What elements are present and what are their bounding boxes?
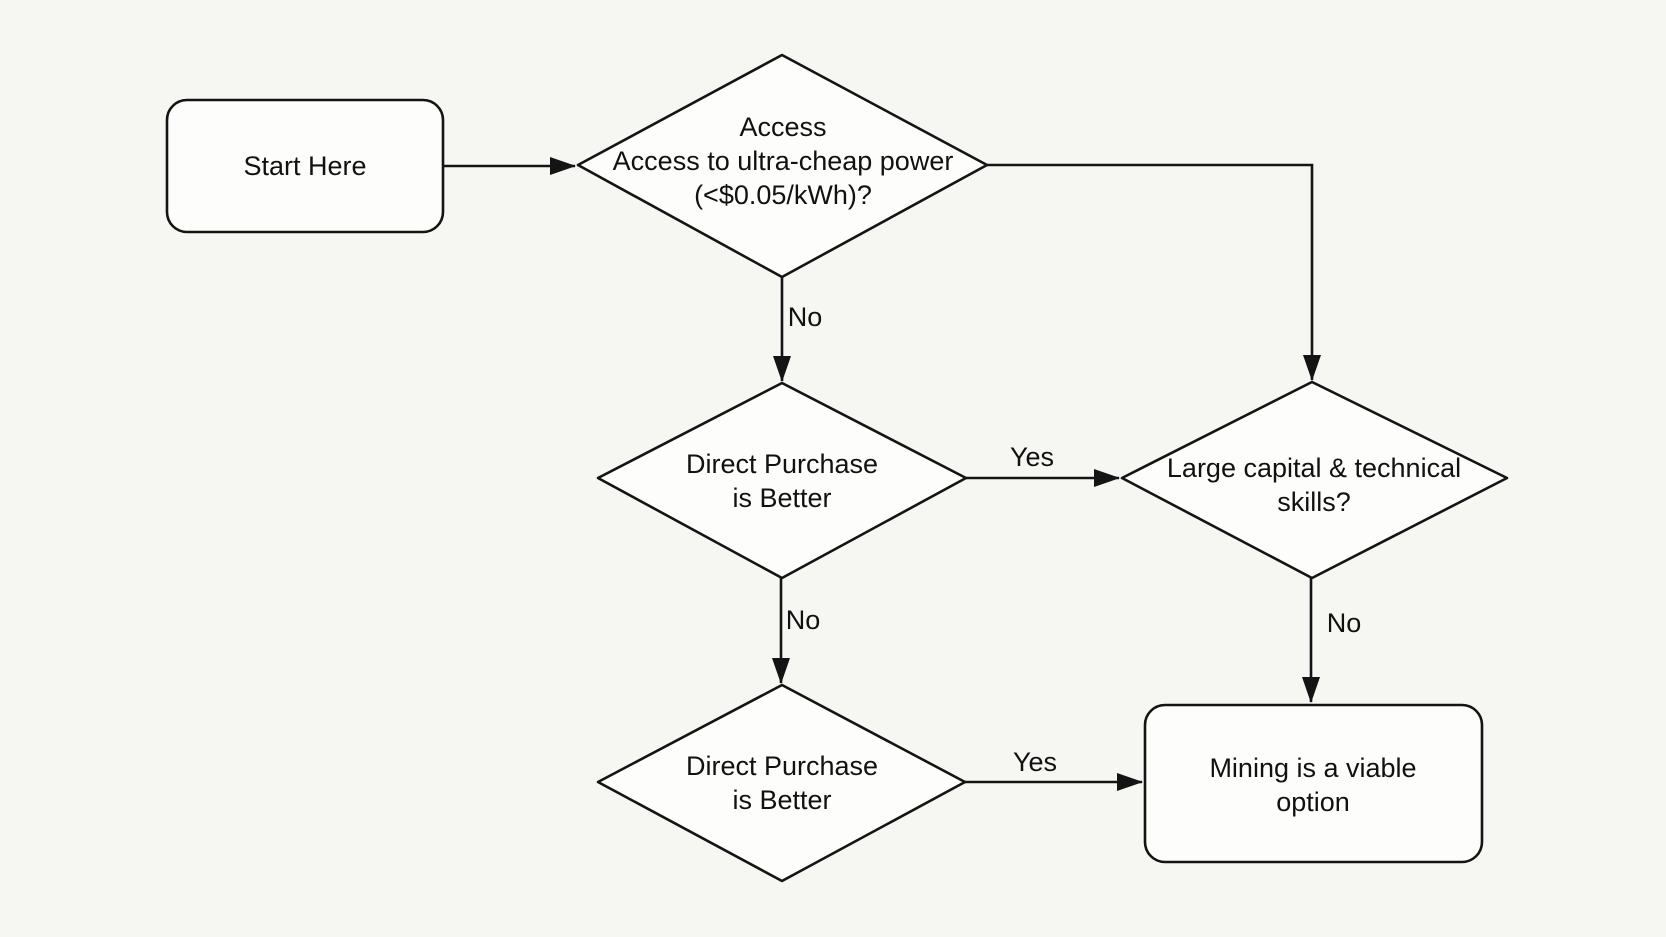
power-node-line3: (<$0.05/kWh)? (694, 180, 872, 210)
edge-label-power-no: No (787, 302, 823, 332)
direct-purchase-1-line1: Direct Purchase (685, 449, 879, 479)
edge-label-direct2-yes: Yes (1012, 747, 1058, 777)
result-node-line1: Mining is a viable (1209, 753, 1417, 783)
node-result-terminator (1143, 703, 1484, 864)
capital-skills-line2: skills? (1277, 487, 1351, 517)
direct-purchase-2-line1: Direct Purchase (685, 751, 879, 781)
capital-skills-label: Large capital & technical skills? (1167, 451, 1461, 519)
node-capital-skills-diamond (1120, 380, 1509, 580)
direct-purchase-2-line2: is Better (732, 785, 832, 815)
node-direct-purchase-1-diamond (596, 381, 968, 580)
power-node-line1: Access (739, 112, 827, 142)
start-node-label: Start Here (243, 149, 366, 183)
direct-purchase-1-label: Direct Purchase is Better (686, 447, 878, 515)
direct-purchase-2-label: Direct Purchase is Better (686, 749, 878, 817)
result-node-label: Mining is a viable option (1209, 751, 1416, 819)
node-power-decision-diamond (576, 53, 989, 279)
result-node-line2: option (1276, 787, 1350, 817)
capital-skills-line1: Large capital & technical (1166, 453, 1462, 483)
power-node-label: Access Access to ultra-cheap power (<$0.… (613, 110, 954, 212)
node-direct-purchase-2-diamond (596, 683, 967, 883)
direct-purchase-1-line2: is Better (732, 483, 832, 513)
edge-power-to-capital (987, 163, 1321, 381)
start-node-text: Start Here (243, 151, 367, 181)
edge-label-direct1-no: No (785, 605, 821, 635)
edge-label-direct1-yes: Yes (1009, 442, 1055, 472)
edge-label-capital-no: No (1326, 608, 1362, 638)
power-node-line2: Access to ultra-cheap power (612, 146, 954, 176)
node-start-terminator (165, 98, 445, 234)
